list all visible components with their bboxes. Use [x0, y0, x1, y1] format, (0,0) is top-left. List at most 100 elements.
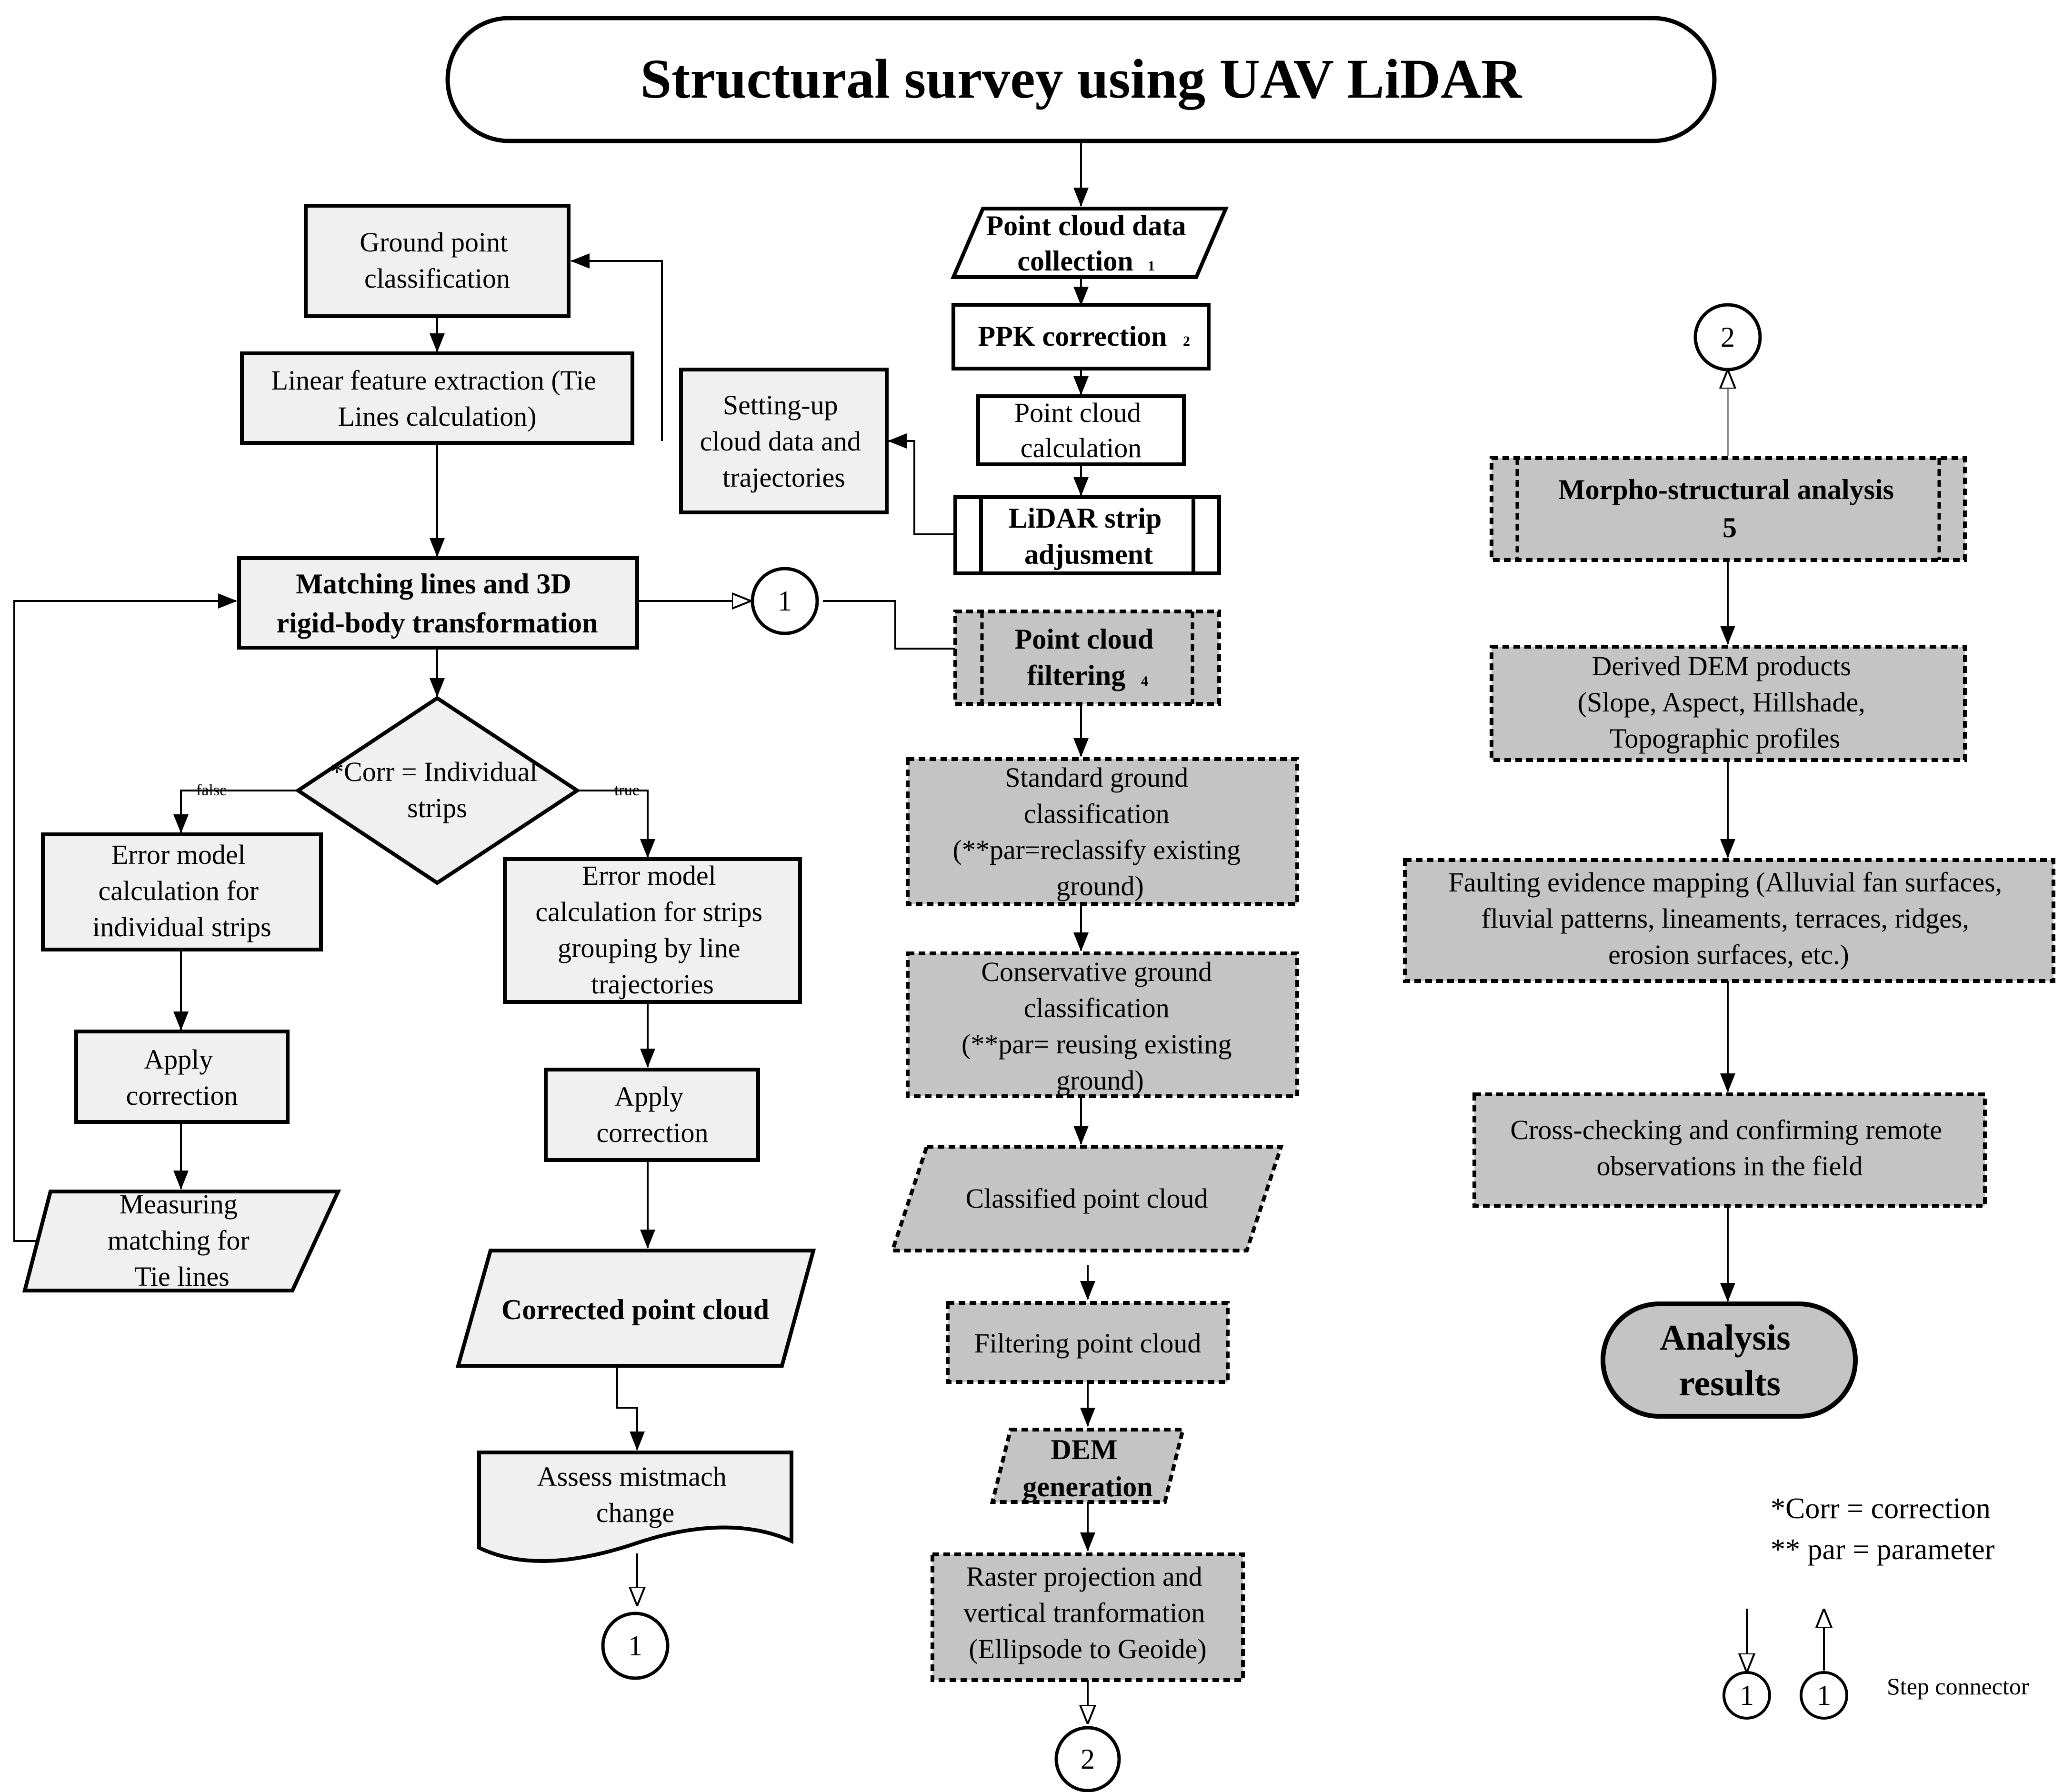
point-cloud-collection-line: Point cloud data: [986, 210, 1186, 241]
error-model-individual-line: calculation for: [98, 875, 259, 906]
classified-point-cloud-label: Classified point cloud: [965, 1183, 1208, 1214]
lidar-strip-line: LiDAR strip: [1009, 502, 1162, 534]
legend-corr: *Corr = correction: [1771, 1492, 1991, 1525]
setting-up-line: cloud data and: [700, 426, 861, 457]
decision-true-label: true: [614, 781, 640, 799]
node-decision: *Corr = Individual strips false true: [196, 696, 640, 885]
conservative-ground-line: (**par= reusing existing: [961, 1029, 1232, 1060]
apply-correction-line: Apply: [614, 1081, 683, 1112]
connector-1-label: 1: [778, 585, 792, 617]
node-point-cloud-filtering: Point cloud filtering 4: [953, 610, 1221, 706]
linear-feature-line: Linear feature extraction (Tie: [271, 365, 596, 396]
svg-text:*Corr = Individual strip: *Corr = Individual strips: [330, 756, 544, 823]
assess-mismatch-line: change: [596, 1497, 674, 1528]
node-dem-generation: DEM generation: [990, 1428, 1186, 1504]
error-model-grouping-line: Error model: [582, 860, 716, 891]
connector-2-label: 2: [1081, 1743, 1095, 1775]
assess-mismatch-line: Assess mistmach: [537, 1461, 727, 1492]
analysis-results-line: Analysis: [1660, 1318, 1791, 1358]
connector-2-bottom: 2: [1054, 1726, 1121, 1792]
standard-ground-line: Standard ground: [1005, 762, 1188, 793]
connector-1-right: 1: [751, 567, 819, 635]
diagram-title: Structural survey using UAV LiDAR: [640, 48, 1522, 110]
derived-dem-line: Topographic profiles: [1610, 723, 1840, 754]
error-model-grouping-line: calculation for strips: [535, 896, 762, 927]
svg-text:Standard ground classifi: Standard ground classification (**par=re…: [953, 762, 1248, 901]
standard-ground-line: classification: [1024, 798, 1170, 829]
node-cross-checking: Cross-checking and confirming remote obs…: [1472, 1092, 1987, 1208]
svg-text:Measuring matching for: Measuring matching for Tie lines: [108, 1189, 256, 1292]
node-lidar-strip-adjustment: LiDAR strip adjusment: [953, 495, 1221, 575]
node-ppk-correction: PPK correction 2: [951, 303, 1211, 370]
measuring-matching-line: Measuring: [120, 1189, 238, 1220]
node-apply-correction-left: Apply correction: [74, 1030, 290, 1124]
decision-false-label: false: [196, 781, 227, 799]
decision-line: strips: [407, 792, 467, 823]
connector-lines: [13, 143, 1728, 1723]
filtering-point-cloud-label: Filtering point cloud: [974, 1328, 1202, 1359]
legend-par: ** par = parameter: [1771, 1533, 1995, 1566]
svg-text:Apply correction: Apply correction: [126, 1044, 238, 1111]
svg-text:DEM generation: DEM generation: [1022, 1434, 1152, 1502]
svg-text:LiDAR strip adjusment: LiDAR strip adjusment: [1009, 502, 1169, 570]
error-model-individual-line: individual strips: [92, 911, 271, 942]
node-error-model-individual: Error model calculation for individual s…: [41, 832, 323, 951]
cross-checking-line: observations in the field: [1597, 1151, 1863, 1181]
point-cloud-calculation-line: calculation: [1021, 432, 1142, 463]
faulting-evidence-line: erosion surfaces, etc.): [1608, 939, 1849, 970]
svg-text:Point cloud data collect: Point cloud data collection: [986, 210, 1193, 277]
morpho-structural-line: 5: [1723, 512, 1737, 543]
connector-1-bottom: 1: [601, 1612, 670, 1680]
step-number: 2: [1183, 333, 1190, 349]
node-ground-point-classification: Ground point classification: [304, 204, 571, 318]
faulting-evidence-line: fluvial patterns, lineaments, terraces, …: [1482, 903, 1969, 934]
node-corrected-point-cloud: Corrected point cloud: [455, 1249, 816, 1368]
svg-text:Error model calculation: Error model calculation for individual s…: [92, 839, 271, 942]
conservative-ground-line: Conservative ground: [981, 956, 1212, 987]
cross-checking-line: Cross-checking and confirming remote: [1510, 1114, 1942, 1145]
dem-generation-line: generation: [1022, 1471, 1152, 1502]
node-error-model-grouping: Error model calculation for strips group…: [503, 857, 802, 1004]
svg-text:Cross-checking and confirming: Cross-checking and confirming remote obs…: [1510, 1114, 1949, 1181]
svg-text:Morpho-structural analysis: Morpho-structural analysis 5: [1558, 474, 1901, 543]
step-number: 4: [1141, 673, 1148, 689]
node-linear-feature-extraction: Linear feature extraction (Tie Lines cal…: [240, 351, 634, 445]
matching-lines-line: Matching lines and 3D: [296, 568, 571, 600]
apply-correction-line: Apply: [144, 1044, 213, 1075]
svg-text:Setting-up cloud data an: Setting-up cloud data and trajectories: [700, 390, 868, 493]
setting-up-line: Setting-up: [723, 390, 838, 420]
linear-feature-line: Lines calculation): [338, 401, 536, 432]
svg-text:Derived DEM products (Sl: Derived DEM products (Slope, Aspect, Hil…: [1578, 651, 1873, 754]
node-raster-projection: Raster projection and vertical tranforma…: [931, 1552, 1245, 1682]
derived-dem-line: Derived DEM products: [1592, 651, 1851, 681]
derived-dem-line: (Slope, Aspect, Hillshade,: [1578, 687, 1865, 718]
morpho-structural-line: Morpho-structural analysis: [1558, 474, 1894, 505]
node-faulting-evidence: Faulting evidence mapping (Alluvial fan …: [1403, 858, 2055, 983]
node-measuring-matching: Measuring matching for Tie lines: [22, 1189, 341, 1292]
svg-text:Faulting evidence mapping (All: Faulting evidence mapping (Alluvial fan …: [1448, 867, 2009, 970]
point-cloud-filtering-line: Point cloud: [1015, 623, 1154, 655]
setting-up-line: trajectories: [722, 462, 845, 493]
node-filtering-point-cloud: Filtering point cloud: [946, 1301, 1230, 1384]
node-standard-ground: Standard ground classification (**par=re…: [906, 757, 1299, 906]
dem-generation-line: DEM: [1051, 1434, 1118, 1465]
legend: *Corr = correction ** par = parameter 1 …: [1723, 1492, 2029, 1720]
legend-connector-label: 1: [1817, 1680, 1831, 1711]
connector-2-top: 2: [1693, 303, 1762, 371]
node-apply-correction-mid: Apply correction: [544, 1068, 760, 1162]
faulting-evidence-line: Faulting evidence mapping (Alluvial fan …: [1448, 867, 2002, 898]
node-morpho-structural: Morpho-structural analysis 5: [1490, 456, 1967, 562]
node-setting-up: Setting-up cloud data and trajectories: [679, 368, 889, 514]
point-cloud-filtering-line: filtering: [1027, 660, 1126, 691]
standard-ground-line: ground): [1056, 871, 1144, 901]
standard-ground-line: (**par=reclassify existing: [953, 834, 1241, 865]
error-model-individual-line: Error model: [111, 839, 246, 870]
conservative-ground-line: classification: [1024, 992, 1170, 1023]
ppk-correction-label: PPK correction: [978, 320, 1167, 352]
svg-text:Matching lines and 3D ri: Matching lines and 3D rigid-body transfo…: [277, 568, 598, 639]
connector-2-label: 2: [1721, 321, 1735, 353]
node-analysis-results: Analysis results: [1601, 1301, 1858, 1419]
apply-correction-line: correction: [126, 1080, 238, 1111]
error-model-grouping-line: grouping by line: [558, 932, 740, 963]
